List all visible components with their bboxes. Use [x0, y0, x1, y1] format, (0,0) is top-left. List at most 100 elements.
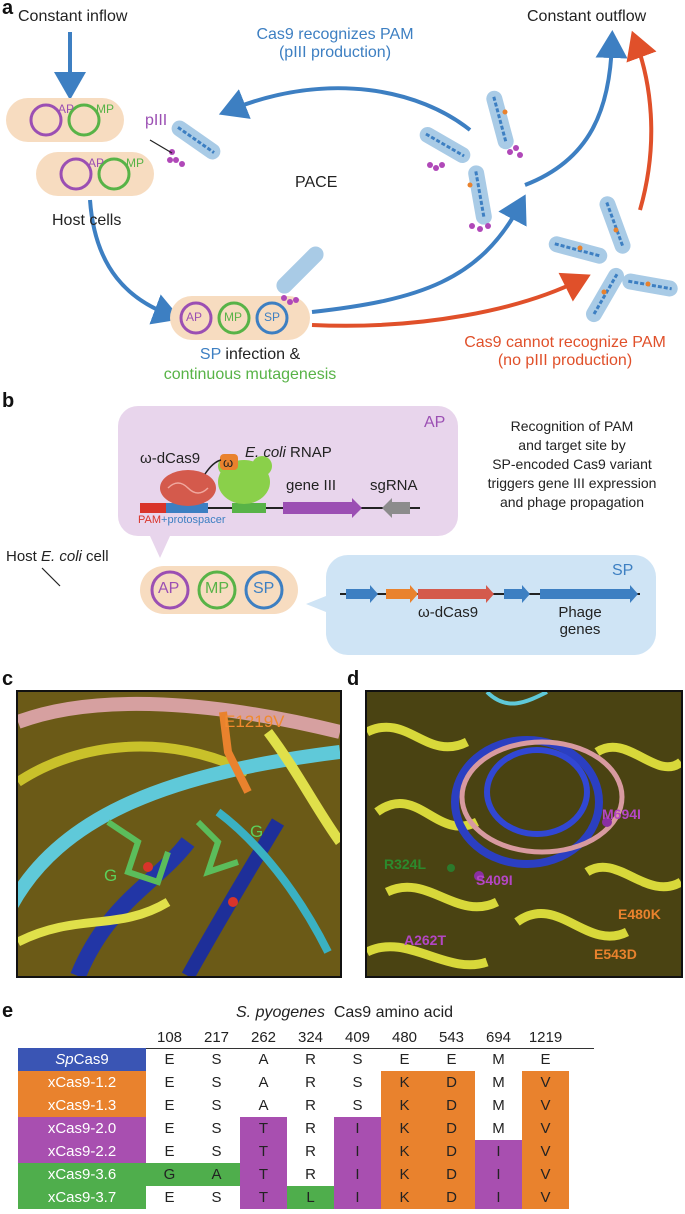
residue-cell: R: [305, 1120, 316, 1137]
position-header: 480: [391, 1028, 418, 1046]
panel-letter-e: e: [2, 1000, 14, 1022]
residue-cell: S: [352, 1074, 363, 1091]
mutation-a262t: A262T: [404, 932, 447, 948]
table-header-rule: [146, 1048, 594, 1049]
residue-cell: T: [240, 1117, 287, 1140]
residue-cell: I: [334, 1117, 381, 1140]
mp-plasmid-label-1: MP: [96, 102, 114, 116]
residue-cell: I: [334, 1186, 381, 1209]
residue-cell: K: [381, 1163, 428, 1186]
sp-bubble: [326, 555, 656, 655]
residue-cell: I: [334, 1163, 381, 1186]
residue-cell: S: [352, 1097, 363, 1114]
residue-cell: E: [164, 1143, 175, 1160]
residue-cell: A: [258, 1051, 269, 1068]
residue-cell: K: [381, 1117, 428, 1140]
residue-cell: D: [428, 1186, 475, 1209]
cannot-recognize-label: Cas9 cannot recognize PAM (no pIII produ…: [464, 334, 666, 369]
variant-name-cell: xCas9-2.2: [18, 1140, 146, 1163]
variant-name-cell: xCas9-1.3: [18, 1094, 146, 1117]
plasmid-diagram: [41, 406, 656, 655]
residue-cell: T: [240, 1163, 287, 1186]
residue-cell: I: [475, 1140, 522, 1163]
residue-cell: E: [164, 1097, 175, 1114]
residue-cell: D: [428, 1117, 475, 1140]
position-header: 262: [250, 1028, 277, 1046]
position-header: 217: [203, 1028, 230, 1046]
residue-cell: K: [381, 1094, 428, 1117]
residue-cell: D: [428, 1094, 475, 1117]
panel-letter-c: c: [2, 668, 14, 690]
host-ecoli-label: Host E. coli cell: [6, 548, 109, 565]
mp-plasmid-label-3: MP: [224, 310, 242, 324]
residue-cell: V: [522, 1163, 569, 1186]
table-header-caption: S. pyogenes Cas9 amino acid: [236, 1004, 454, 1021]
residue-cell: A: [193, 1163, 240, 1186]
residue-cell: E: [164, 1189, 175, 1206]
host-cells-label: Host cells: [52, 212, 122, 229]
residue-cell: T: [240, 1186, 287, 1209]
residue-cell: R: [305, 1097, 316, 1114]
pace-label: PACE: [295, 174, 338, 191]
residue-cell: V: [522, 1071, 569, 1094]
mutagenesis-label: continuous mutagenesis: [163, 366, 337, 383]
residue-cell: V: [522, 1094, 569, 1117]
residue-cell: S: [211, 1074, 222, 1091]
residue-cell: E: [446, 1051, 457, 1068]
residue-cell: V: [522, 1186, 569, 1209]
panel-letter-d: d: [347, 668, 360, 690]
residue-cell: V: [522, 1117, 569, 1140]
variant-name-cell: xCas9-2.0: [18, 1117, 146, 1140]
position-header: 409: [344, 1028, 371, 1046]
residue-cell: A: [258, 1074, 269, 1091]
residue-cell: R: [305, 1166, 316, 1183]
structure-image-d: [365, 690, 683, 978]
position-header: 324: [297, 1028, 324, 1046]
sp-dcas9-label: ω-dCas9: [418, 604, 479, 621]
mutation-m694i: M694I: [602, 806, 641, 822]
piii-label: pIII: [145, 112, 168, 129]
residue-cell: D: [428, 1071, 475, 1094]
cas9-variant-table: 108 217 262 324 409 480 543 694 1219 SpC…: [18, 1026, 569, 1209]
table-header-row: 108 217 262 324 409 480 543 694 1219: [18, 1026, 569, 1048]
residue-cell: A: [258, 1097, 269, 1114]
residue-cell: I: [475, 1163, 522, 1186]
residue-cell: I: [334, 1140, 381, 1163]
residue-cell: E: [164, 1051, 175, 1068]
residue-cell: V: [522, 1140, 569, 1163]
residue-cell: T: [240, 1140, 287, 1163]
ap-plasmid-label-2: AP: [88, 156, 105, 170]
residue-cell: E: [540, 1051, 551, 1068]
residue-cell: S: [211, 1097, 222, 1114]
ap-label: AP: [424, 414, 446, 431]
mutation-e1219v: E1219V: [224, 712, 285, 731]
residue-cell: R: [305, 1143, 316, 1160]
residue-cell: K: [381, 1186, 428, 1209]
residue-cell: D: [428, 1140, 475, 1163]
residue-cell: S: [211, 1051, 222, 1068]
sp-plasmid-label: SP: [264, 310, 281, 324]
ap-plasmid-label-3: AP: [186, 310, 203, 324]
g-label-left: G: [104, 866, 118, 885]
phage-genes-label: Phage genes: [558, 604, 602, 638]
residue-cell: E: [399, 1051, 410, 1068]
residue-cell: S: [211, 1143, 222, 1160]
recognition-text: Recognition of PAM and target site by SP…: [487, 418, 657, 510]
mutation-r324l: R324L: [384, 856, 427, 872]
constant-inflow-label: Constant inflow: [18, 8, 128, 25]
residue-cell: S: [352, 1051, 363, 1068]
panel-letter-b: b: [2, 390, 15, 412]
residue-cell: M: [492, 1097, 505, 1114]
variant-name-cell: xCas9-3.7: [18, 1186, 146, 1209]
residue-cell: I: [475, 1186, 522, 1209]
ap-plasmid-label-1: AP: [58, 102, 75, 116]
residue-cell: D: [428, 1163, 475, 1186]
panel-letter-a: a: [2, 0, 14, 19]
g-label-right: G: [250, 822, 264, 841]
mutation-e543d: E543D: [594, 946, 637, 962]
mp-plasmid-label-2: MP: [126, 156, 144, 170]
